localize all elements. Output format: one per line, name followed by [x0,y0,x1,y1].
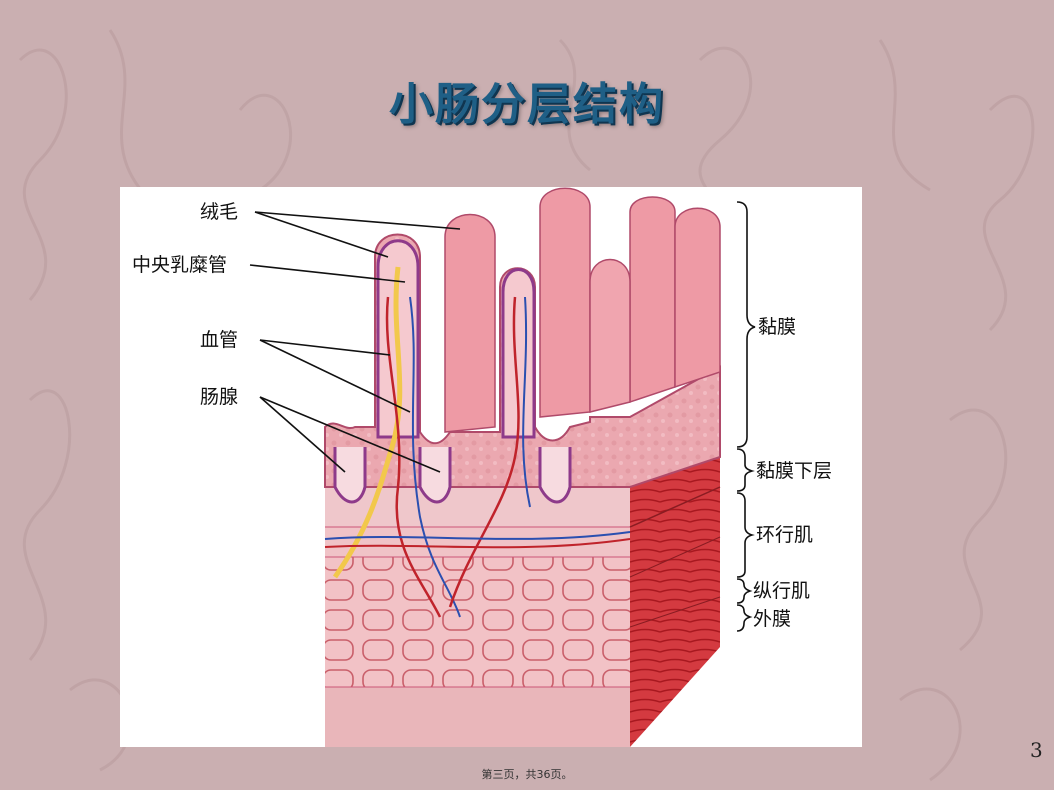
label-circular-muscle: 环行肌 [756,524,814,546]
label-serosa: 外膜 [753,608,792,630]
diagram-panel: 绒毛 中央乳糜管 血管 肠腺 黏膜 黏膜下层 环行肌 纵行肌 外膜 [120,187,862,747]
slide-title: 小肠分层结构 [389,79,665,130]
page-number: 3 [1030,738,1043,762]
page-footer: 第三页，共36页。 [481,768,573,781]
label-mucosa: 黏膜 [758,316,797,338]
leader-lines-left [249,211,461,473]
label-longitudinal-muscle: 纵行肌 [753,580,811,602]
label-intestinal-gland: 肠腺 [200,386,239,408]
mucosa-villi [324,187,721,618]
label-villi: 绒毛 [200,201,239,223]
label-submucosa: 黏膜下层 [756,460,833,482]
label-blood-vessel: 血管 [200,329,239,351]
intestine-cross-section-illustration [249,187,756,747]
label-lacteal: 中央乳糜管 [132,254,228,276]
layer-braces [736,201,756,632]
